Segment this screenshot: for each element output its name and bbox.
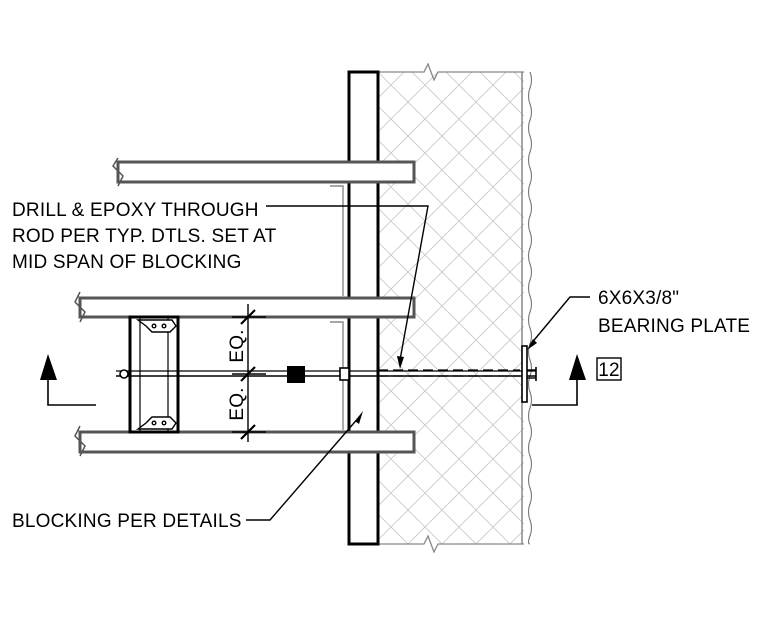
- rod-nut-left: [119, 369, 129, 379]
- dimension-label-lower: EQ.: [227, 387, 248, 420]
- joist-top: [112, 157, 416, 187]
- joist-hangers: [330, 185, 344, 430]
- section-tag: 12: [596, 357, 622, 381]
- bearing-plate: [521, 345, 537, 403]
- note-bearing-plate-line-1: 6X6X3/8": [598, 288, 679, 309]
- note-drill-epoxy-line-2: ROD PER TYP. DTLS. SET AT: [12, 226, 277, 247]
- section-marker-right: [532, 354, 586, 406]
- note-blocking: BLOCKING PER DETAILS: [12, 511, 242, 532]
- leader-bearing-plate: [527, 296, 590, 350]
- note-drill-epoxy-line-1: DRILL & EPOXY THROUGH: [12, 200, 259, 221]
- section-marker-left: [40, 354, 96, 406]
- note-drill-epoxy: DRILL & EPOXY THROUGH ROD PER TYP. DTLS.…: [12, 200, 277, 273]
- rod-nut-rim: [339, 367, 350, 381]
- leader-blocking: [246, 411, 363, 521]
- clip-angle-bottom: [135, 416, 177, 430]
- eq-dimension: [232, 304, 266, 442]
- through-rod: [116, 366, 536, 383]
- rod-coupler: [287, 366, 305, 383]
- joist-bottom: [74, 425, 416, 457]
- clip-angle-top: [135, 319, 177, 333]
- section-tag-number: 12: [598, 360, 620, 381]
- leader-drill-epoxy: [266, 205, 429, 369]
- blocking: [128, 315, 180, 434]
- floor-joists: [74, 157, 416, 457]
- note-drill-epoxy-line-3: MID SPAN OF BLOCKING: [12, 252, 242, 273]
- note-bearing-plate-line-2: BEARING PLATE: [598, 316, 750, 337]
- note-bearing-plate: 6X6X3/8" BEARING PLATE: [598, 288, 750, 337]
- dimension-label-upper: EQ.: [227, 329, 248, 362]
